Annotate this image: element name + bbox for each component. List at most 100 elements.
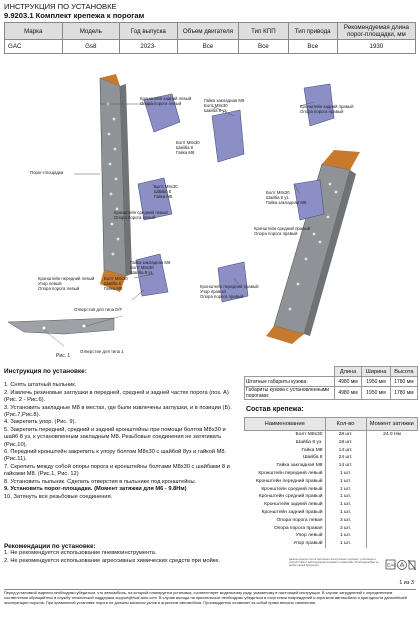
kit-item-qty: 1 шт. <box>325 532 367 541</box>
kit-item-name: Упор правый <box>244 540 326 548</box>
kit-item-name: Кронштейн средний правый <box>244 493 326 502</box>
spec-value-cell: Все <box>238 39 289 54</box>
spec-value-cell: Все <box>176 39 240 54</box>
kit-item-name: Опора порога левая <box>244 516 326 525</box>
dims-label: Габариты кузова с установленными порогам… <box>244 386 335 400</box>
document-header: ИНСТРУКЦИЯ ПО УСТАНОВКЕ 9.9203.1 Комплек… <box>4 2 144 20</box>
instruction-step: 7. Скрепить между собой опоры порога и к… <box>4 463 230 478</box>
kit-item-name: Шайба 8 <box>244 454 326 463</box>
left-step-board <box>99 74 132 292</box>
kit-item-qty: 24 шт. <box>325 454 367 463</box>
recommendation-item: 2. Не рекомендуется использование агресс… <box>4 557 221 564</box>
bin-icon <box>408 560 416 570</box>
instructions-title: Инструкция по установке: <box>4 368 87 375</box>
kit-header-cell: Кол-во <box>324 417 367 431</box>
dims-value: 1950 мм <box>361 376 391 387</box>
instruction-step: 10. Затянуть все резьбовые соединения. <box>4 493 113 500</box>
spec-header-cell: Марка <box>4 22 63 40</box>
hole-label-1: Отверстие для типа 1 <box>80 349 124 354</box>
figure-label: Рис. 1 <box>56 353 71 359</box>
hole-label-d: Отверстия для типа D/F <box>74 307 123 312</box>
spec-value-cell: Все <box>287 39 338 54</box>
spec-header-cell: Тип КПП <box>238 22 289 40</box>
assembly-illustration <box>7 74 360 347</box>
spec-value-cell: 1930 <box>336 39 417 54</box>
spec-value-row: GAC Gs8 2023- Все Все Все 1930 <box>4 39 417 54</box>
kit-item-qty: 1 шт. <box>325 508 367 517</box>
dims-header-cell: Ширина <box>361 366 391 377</box>
dims-row: Штатные габариты кузова: 4980 мм 1950 мм… <box>244 376 419 387</box>
vehicle-spec-table: Марка Модель Год выпуска Объем двигателя… <box>4 22 417 54</box>
kit-item-qty: 1 шт. <box>325 477 367 486</box>
kit-item-name: Опора порога правая <box>244 524 326 533</box>
kit-item-qty: 3 шт. <box>325 516 367 525</box>
instruction-step: 1. Снять штатный пыльник. <box>4 382 77 389</box>
kit-item-qty: 28 шт. <box>325 430 367 439</box>
instruction-step: 8. Установить пыльник. Сделать отверстия… <box>4 478 197 485</box>
recommendations-title: Рекомендации по установке: <box>4 543 96 550</box>
kit-header-cell: Наименование <box>244 417 326 431</box>
kit-row: Шайба 8 уз.18 шт. <box>244 438 418 447</box>
doc-title-line2: 9.9203.1 Комплект крепежа к порогам <box>4 11 145 20</box>
spec-header-cell: Год выпуска <box>119 22 178 40</box>
footer-disclaimer: Перед установкой изделия необходимо убед… <box>4 589 416 606</box>
kit-item-name: Болт М8х30 <box>244 430 326 439</box>
callout-leaders <box>74 101 315 301</box>
dimensions-table: Длина Ширина Высота Штатные габариты куз… <box>244 366 419 400</box>
dims-value: 1780 мм <box>389 376 419 387</box>
kit-item-name: Кронштейн передний левый <box>244 469 326 478</box>
instruction-step: 3. Установить закладные М8 в местах, где… <box>4 404 232 419</box>
recommendation-item: 1. Не рекомендуется использование пневмо… <box>4 550 157 557</box>
kit-item-qty: 14 шт. <box>325 462 367 470</box>
instruction-step: 4. Закрепить упор. (Рис. 9). <box>4 419 77 426</box>
instruction-step: 9. Установить порог-площадки. (Момент за… <box>4 486 187 493</box>
kit-item-name: Кронштейн средний левый <box>244 485 326 494</box>
certification-icons: ЕАС <box>385 558 419 571</box>
spec-header-cell: Объем двигателя <box>176 22 240 40</box>
kit-item-qty: 1 шт. <box>325 501 367 509</box>
kit-item-name: Гайка М8 <box>244 446 326 455</box>
instruction-step: 5. Закрепить передний, средний и задний … <box>4 426 226 448</box>
installation-instructions: Инструкция по установке: 1. Снять штатны… <box>4 368 240 501</box>
spec-value-cell: GAC <box>4 39 63 54</box>
kit-header-cell: Момент затяжки <box>365 417 418 431</box>
kit-item-qty: 3 шт. <box>325 524 367 533</box>
kit-item-qty: 14 шт. <box>325 446 367 455</box>
dims-value: 4980 мм <box>333 386 363 400</box>
recommendations: Рекомендации по установке: 1. Не рекомен… <box>4 543 240 565</box>
dims-row: Габариты кузова с установленными порогам… <box>244 386 419 400</box>
spec-header-cell: Тип привода <box>287 22 338 40</box>
spec-header-row: Марка Модель Год выпуска Объем двигателя… <box>4 22 417 40</box>
spec-header-cell: Модель <box>61 22 121 40</box>
callout-step-board: Порог-площадка <box>30 170 64 175</box>
spec-value-cell: 2023- <box>119 39 178 54</box>
kit-item-name: Упор левый <box>244 532 326 541</box>
dims-value: 4980 мм <box>333 376 363 387</box>
kit-item-qty: 1 шт. <box>325 469 367 478</box>
kit-torque: 24.0 Нм <box>383 432 401 437</box>
dims-value: 1950 мм <box>361 386 391 400</box>
kit-item-qty: 1 шт. <box>325 493 367 502</box>
